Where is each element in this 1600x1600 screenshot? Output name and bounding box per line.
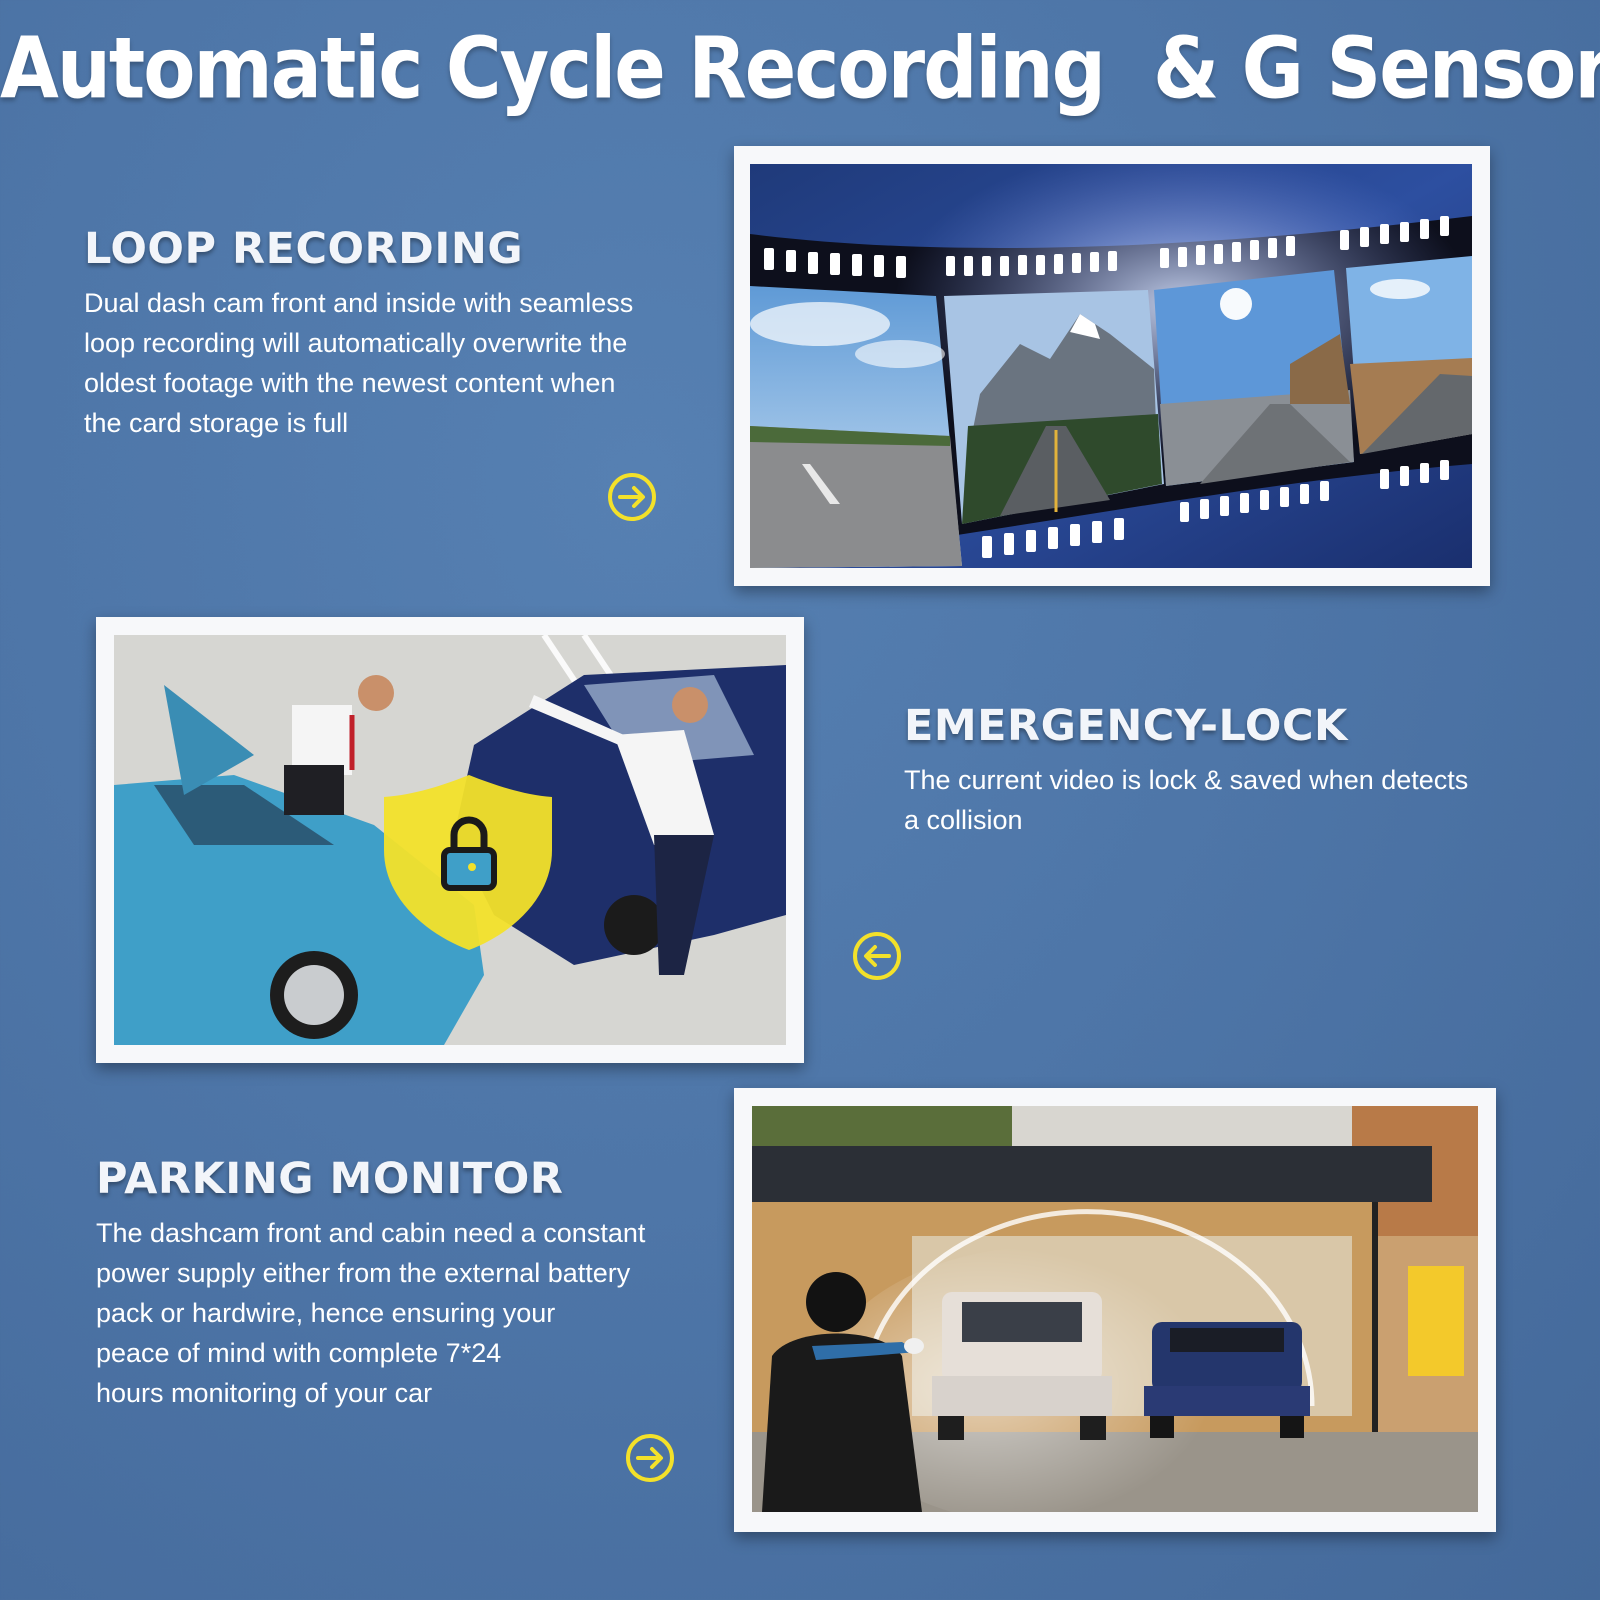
parking-monitor-description: The dashcam front and cabin need a const…	[96, 1213, 645, 1413]
film-strip-road-photos-image	[750, 164, 1472, 568]
description-line: the card storage is full	[84, 408, 349, 438]
description-line: oldest footage with the newest content w…	[84, 368, 616, 398]
emergency-lock-description: The current video is lock & saved when d…	[904, 760, 1468, 840]
collision-image-frame	[96, 617, 804, 1063]
description-line: Dual dash cam front and inside with seam…	[84, 288, 634, 318]
description-line: power supply either from the external ba…	[96, 1258, 631, 1288]
description-line: peace of mind with complete 7*24	[96, 1338, 502, 1368]
garage-burglar-image	[752, 1106, 1478, 1512]
arrow-right-circle-icon[interactable]	[624, 1432, 676, 1484]
parking-monitor-heading: PARKING MONITOR	[96, 1154, 564, 1204]
emergency-lock-heading: EMERGENCY-LOCK	[904, 701, 1348, 751]
description-line: The dashcam front and cabin need a const…	[96, 1218, 646, 1248]
car-collision-image	[114, 635, 786, 1045]
arrow-right-circle-icon[interactable]	[606, 471, 658, 523]
garage-image-frame	[734, 1088, 1496, 1532]
description-line: a collision	[904, 805, 1023, 835]
loop-recording-heading: LOOP RECORDING	[84, 224, 524, 274]
description-line: pack or hardwire, hence ensuring your	[96, 1298, 556, 1328]
description-line: hours monitoring of your car	[96, 1378, 433, 1408]
description-line: loop recording will automatically overwr…	[84, 328, 628, 358]
page-title: Automatic Cycle Recording & G Sensor	[0, 18, 1600, 118]
film-strip-image-frame	[734, 146, 1490, 586]
loop-recording-description: Dual dash cam front and inside with seam…	[84, 283, 633, 443]
arrow-left-circle-icon[interactable]	[851, 930, 903, 982]
description-line: The current video is lock & saved when d…	[904, 765, 1469, 795]
